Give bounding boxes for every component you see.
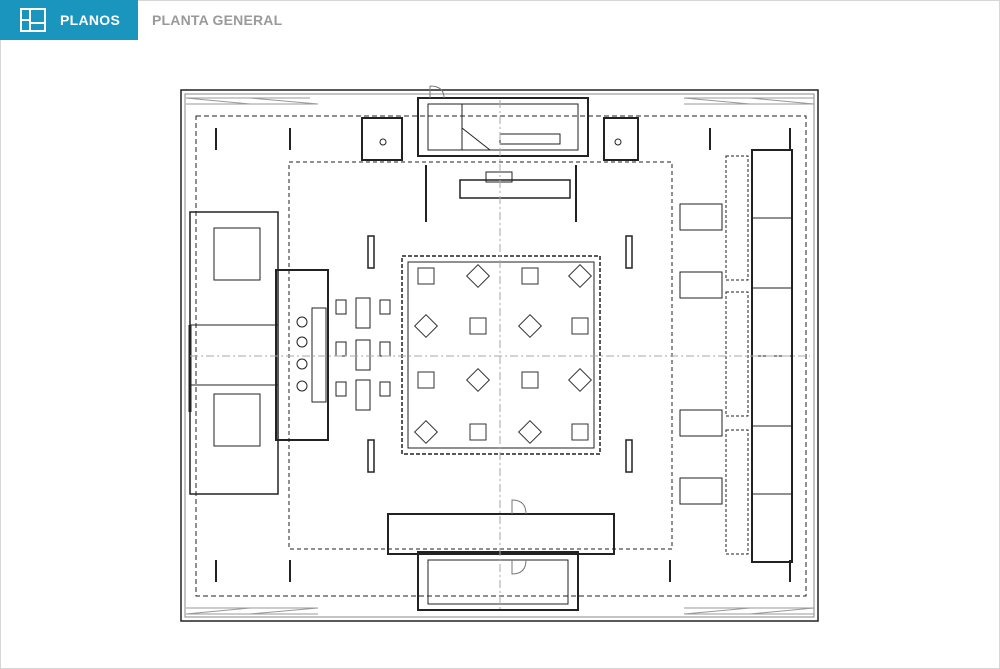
axis-lines <box>190 100 810 612</box>
bottom-service-block <box>387 499 615 611</box>
page-title: PLANTA GENERAL <box>152 12 283 28</box>
section-label: PLANOS <box>60 12 121 28</box>
section-tab-planos[interactable]: PLANOS <box>0 0 138 40</box>
left-meeting-rooms <box>188 211 279 495</box>
reception-counter <box>459 179 571 199</box>
central-seating-area <box>401 255 601 455</box>
floor-plan-icon <box>20 8 46 32</box>
left-bar <box>275 269 391 441</box>
posts <box>215 128 791 582</box>
building-outline <box>180 89 819 622</box>
floor-plan-drawing <box>180 85 819 622</box>
floor-plan <box>0 40 1000 669</box>
top-service-block <box>361 85 639 161</box>
windows <box>185 97 815 615</box>
speakers <box>367 235 633 473</box>
table-grid <box>413 263 593 445</box>
